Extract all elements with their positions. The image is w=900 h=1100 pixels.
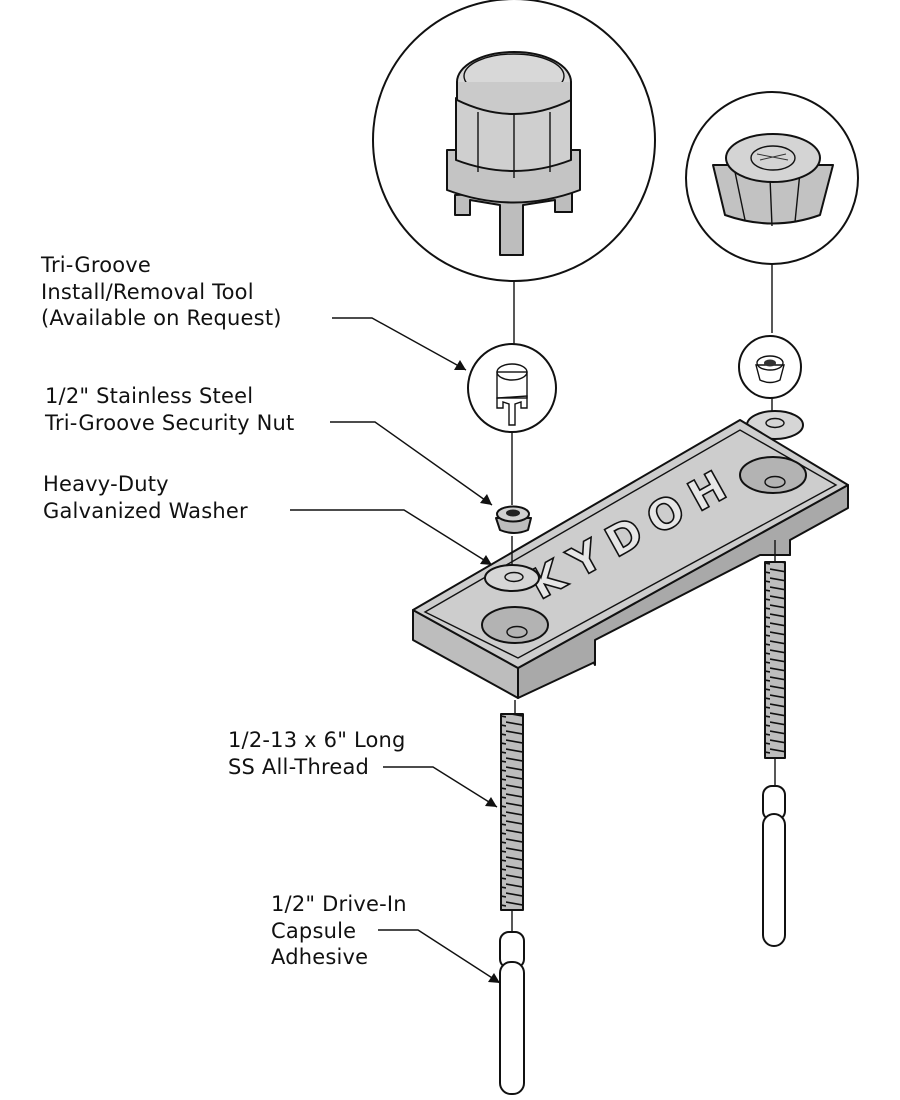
tool-small-circle — [467, 343, 557, 433]
leader-lines — [290, 317, 501, 984]
thread-callout: 1/2-13 x 6" Long SS All-Thread — [228, 727, 406, 780]
tool-detail-icon — [446, 51, 581, 256]
tool-callout-line-1: Tri-Groove — [41, 253, 152, 277]
capsule-callout-line-3: Adhesive — [271, 945, 369, 969]
right-adhesive-capsule — [762, 785, 786, 947]
nut-small-circle — [738, 335, 802, 399]
capsule-callout-line-1: 1/2" Drive-In — [271, 892, 407, 916]
tool-detail-circle — [372, 0, 656, 282]
nut-callout-line-1: 1/2" Stainless Steel — [45, 384, 254, 408]
tool-callout-line-3: (Available on Request) — [41, 306, 282, 330]
nut-detail-circle — [685, 91, 859, 265]
capsule-callout-line-2: Capsule — [271, 918, 357, 943]
left-washer — [484, 564, 540, 592]
right-all-thread-rod — [764, 561, 786, 759]
washer-callout-line-1: Heavy-Duty — [43, 472, 169, 496]
washer-callout: Heavy-Duty Galvanized Washer — [43, 471, 248, 524]
left-adhesive-capsule — [499, 931, 525, 1095]
tool-callout: Tri-Groove Install/Removal Tool (Availab… — [41, 252, 282, 332]
tool-callout-line-2: Install/Removal Tool — [41, 279, 254, 304]
thread-callout-line-2: SS All-Thread — [228, 754, 370, 779]
nut-detail-icon — [712, 133, 834, 227]
nut-callout: 1/2" Stainless Steel Tri-Groove Security… — [45, 383, 294, 436]
left-nut — [495, 505, 532, 534]
washer-callout-line-2: Galvanized Washer — [43, 498, 248, 523]
left-all-thread-rod — [500, 713, 524, 911]
nut-callout-line-2: Tri-Groove Security Nut — [45, 410, 295, 435]
thread-callout-line-1: 1/2-13 x 6" Long — [228, 728, 406, 752]
capsule-callout: 1/2" Drive-In Capsule Adhesive — [271, 891, 407, 971]
